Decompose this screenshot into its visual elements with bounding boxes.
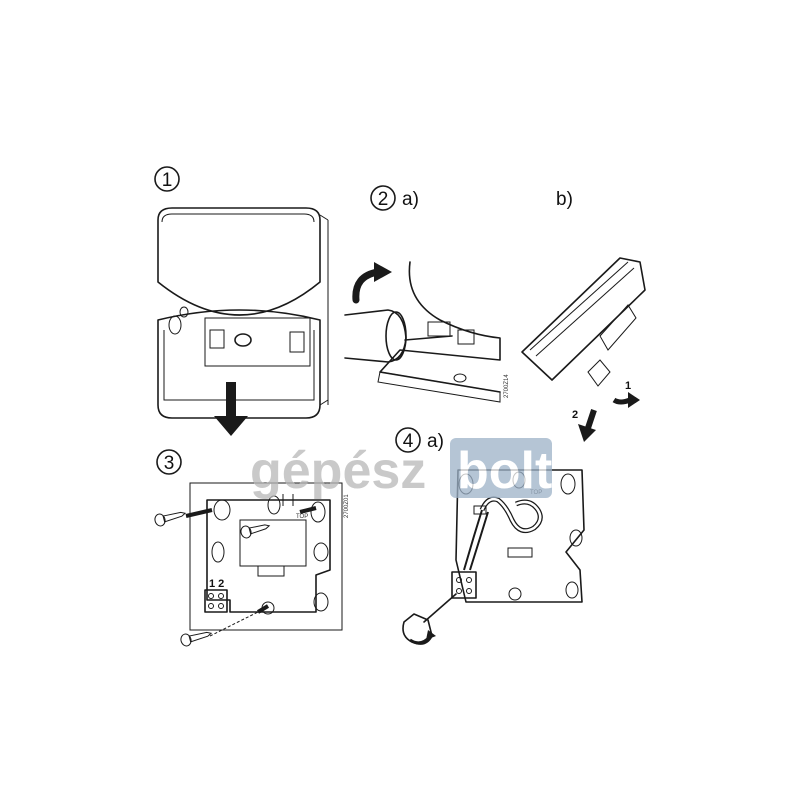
watermark-left-text: gépész xyxy=(250,442,426,500)
watermark-logo: gépész bolt xyxy=(250,438,552,500)
arrow-1-label: 1 xyxy=(625,380,631,392)
cover-tilt-illustration xyxy=(521,257,646,387)
screwdriver-icon xyxy=(402,593,457,645)
step-4-badge xyxy=(395,427,421,453)
step-4a-label: a) xyxy=(427,431,444,452)
step-3: 3 1 2 TOP 2700Z01 xyxy=(154,449,350,647)
step-1-number: 1 xyxy=(162,170,173,191)
arrow-1-right-icon: 1 xyxy=(612,380,640,408)
step-3-badge xyxy=(156,449,182,475)
arrow-2-label: 2 xyxy=(572,409,578,421)
screws-icon xyxy=(154,506,317,647)
watermark-right-text: bolt xyxy=(457,442,552,500)
step-2-badge xyxy=(370,185,396,211)
top-marker-step3: TOP xyxy=(296,514,308,520)
slide-down-arrow-icon xyxy=(214,382,248,436)
wiring-plate-illustration: TOP xyxy=(451,469,585,603)
step-3-number: 3 xyxy=(164,453,175,474)
step-2a-label: a) xyxy=(402,189,419,210)
step-2b-label: b) xyxy=(556,189,573,210)
step-2-number: 2 xyxy=(378,189,389,210)
terminal-labels-step3: 1 2 xyxy=(209,578,224,590)
screwdriver-release-illustration: 2700Z14 xyxy=(344,261,510,403)
step-2b: b) 1 2 xyxy=(521,189,646,442)
device-cover-illustration xyxy=(157,207,329,419)
arrow-2-down-icon: 2 xyxy=(572,409,597,442)
step-1-badge xyxy=(154,166,180,192)
step-2a: 2 a) 2700Z14 xyxy=(344,185,510,403)
watermark-right-box xyxy=(450,438,552,498)
step-4a: 4 a) TOP xyxy=(395,427,585,645)
figure-code-3: 2700Z01 xyxy=(344,494,350,518)
step-4-number: 4 xyxy=(403,431,414,452)
step-1: 1 xyxy=(154,166,329,436)
wall-mounting-plate-illustration: 1 2 TOP 2700Z01 xyxy=(189,482,350,631)
figure-code-2a: 2700Z14 xyxy=(504,374,510,398)
